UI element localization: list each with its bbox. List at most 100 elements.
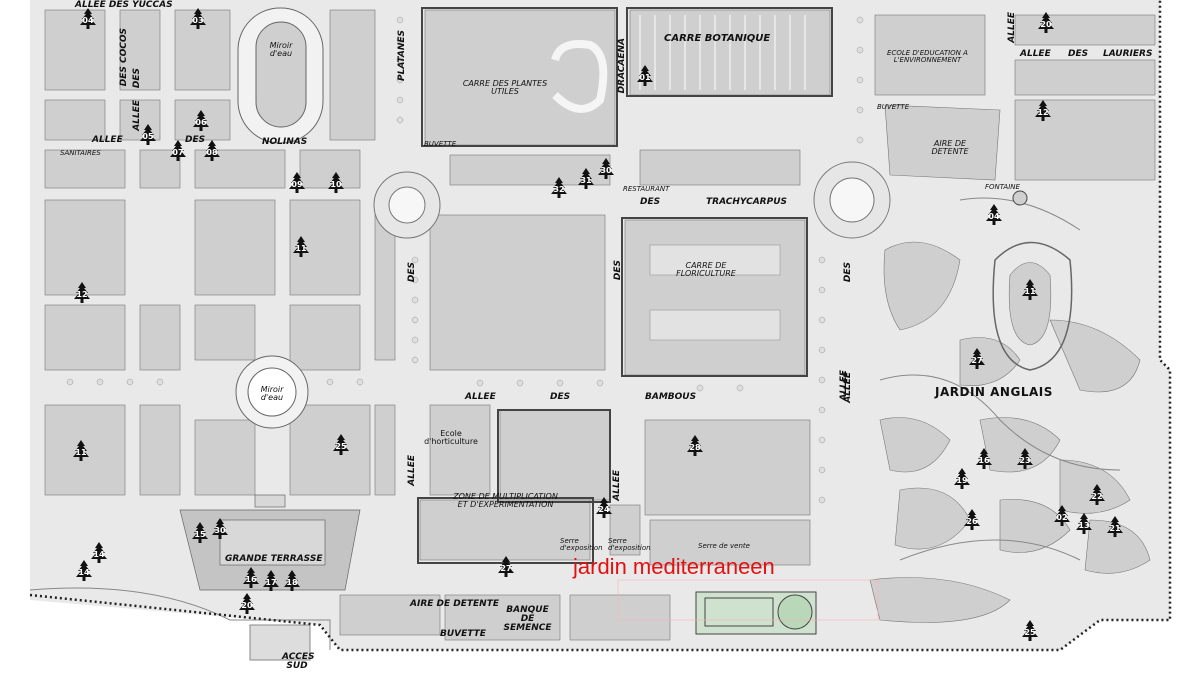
tree-marker[interactable]: 02 — [1051, 505, 1073, 527]
tree-icon — [263, 570, 279, 591]
tree-marker[interactable]: 06 — [190, 110, 212, 132]
tree-marker[interactable]: 12 — [71, 282, 93, 304]
carre-plantes-label: CARRE DES PLANTES UTILES — [462, 79, 548, 96]
tree-marker[interactable]: 14 — [73, 560, 95, 582]
tree-icon — [91, 542, 107, 563]
tree-number: 16 — [245, 575, 257, 584]
tree-number: 32 — [553, 185, 565, 194]
tree-marker[interactable]: 21 — [1104, 516, 1126, 538]
tree-marker[interactable]: 15 — [189, 522, 211, 544]
tree-marker[interactable]: 17 — [260, 570, 282, 592]
tree-icon — [204, 140, 220, 161]
tree-icon — [1035, 100, 1051, 121]
tree-marker[interactable]: 25 — [1019, 620, 1041, 642]
tree-number: 30 — [600, 166, 612, 175]
tree-number: 11 — [295, 244, 307, 253]
tree-marker[interactable]: 10 — [325, 172, 347, 194]
tree-marker[interactable]: 27 — [495, 556, 517, 578]
tree-icon — [80, 8, 96, 29]
tree-number: 21 — [1109, 524, 1121, 533]
tree-marker[interactable]: 01 — [634, 65, 656, 87]
tree-icon — [637, 65, 653, 86]
tree-number: 24 — [598, 505, 610, 514]
tree-marker[interactable]: 11 — [70, 440, 92, 462]
des-nolinas-label: DES — [185, 135, 206, 145]
tree-icon — [239, 593, 255, 614]
tree-number: 25 — [1024, 628, 1036, 637]
tree-marker[interactable]: 19 — [951, 468, 973, 490]
des-right-label: DES — [843, 262, 853, 283]
tree-number: 05 — [142, 132, 154, 141]
tree-marker[interactable]: 18 — [281, 570, 303, 592]
tree-marker[interactable]: 12 — [1032, 100, 1054, 122]
tree-marker[interactable]: 05 — [137, 124, 159, 146]
tree-icon — [76, 560, 92, 581]
tree-marker[interactable]: 25 — [330, 434, 352, 456]
tree-marker[interactable]: 09 — [286, 172, 308, 194]
grande-terrasse-label: GRANDE TERRASSE — [225, 554, 323, 564]
tree-marker[interactable]: 27 — [966, 348, 988, 370]
tree-number: 19 — [956, 476, 968, 485]
tree-marker[interactable]: 11 — [1019, 279, 1041, 301]
tree-number: 17 — [265, 578, 277, 587]
tree-marker[interactable]: 22 — [1086, 484, 1108, 506]
tree-marker[interactable]: 16 — [973, 448, 995, 470]
tree-number: 02 — [1056, 513, 1068, 522]
tree-icon — [598, 158, 614, 179]
tree-icon — [1107, 516, 1123, 537]
tree-marker[interactable]: 16 — [240, 567, 262, 589]
jardin-mediterraneen-label: jardin mediterraneen — [573, 554, 775, 579]
carre-flori-label: CARRE DE FLORICULTURE — [676, 261, 736, 278]
serre-expo-1-label: Serre d'exposition — [560, 537, 603, 552]
tree-marker[interactable]: 11 — [290, 236, 312, 258]
tree-icon — [74, 282, 90, 303]
tree-marker[interactable]: 24 — [593, 497, 615, 519]
tree-number: 12 — [1037, 108, 1049, 117]
tree-marker[interactable]: 23 — [1014, 448, 1036, 470]
tree-number: 08 — [206, 148, 218, 157]
des-bambous-label: DES — [550, 392, 571, 402]
tree-marker[interactable]: 07 — [167, 140, 189, 162]
tree-marker[interactable]: 04 — [77, 8, 99, 30]
tree-number: 16 — [978, 456, 990, 465]
tree-number: 13 — [1078, 521, 1090, 530]
tree-marker[interactable]: 26 — [961, 509, 983, 531]
tree-marker[interactable]: 04 — [983, 204, 1005, 226]
tree-marker[interactable]: 28 — [684, 435, 706, 457]
tree-number: 12 — [76, 290, 88, 299]
des-trachy-label: DES — [640, 197, 661, 207]
tree-number: 23 — [1019, 456, 1031, 465]
tree-icon — [328, 172, 344, 193]
tree-icon — [73, 440, 89, 461]
allee-bambous-label: ALLEE — [465, 392, 496, 402]
tree-number: 22 — [1091, 492, 1103, 501]
des-cocos-label: DES COCOS — [119, 28, 129, 87]
tree-marker[interactable]: 14 — [88, 542, 110, 564]
tree-marker[interactable]: 13 — [1073, 513, 1095, 535]
tree-marker[interactable]: 20 — [1035, 12, 1057, 34]
tree-icon — [976, 448, 992, 469]
tree-icon — [954, 468, 970, 489]
allee-nolinas-label: ALLEE — [92, 135, 123, 145]
tree-marker[interactable]: 31 — [575, 168, 597, 190]
tree-icon — [1089, 484, 1105, 505]
tree-icon — [333, 434, 349, 455]
tree-number: 04 — [988, 212, 1000, 221]
tree-number: 06 — [195, 118, 207, 127]
tree-icon — [243, 567, 259, 588]
tree-marker[interactable]: 32 — [548, 177, 570, 199]
tree-icon — [687, 435, 703, 456]
tree-marker[interactable]: 30 — [209, 518, 231, 540]
tree-number: 15 — [194, 530, 206, 539]
tree-number: 11 — [1024, 287, 1036, 296]
jardin-anglais-label: JARDIN ANGLAIS — [935, 385, 1053, 399]
tree-icon — [1017, 448, 1033, 469]
tree-icon — [1054, 505, 1070, 526]
aire-detente-right-label: AIRE DE DETENTE — [931, 139, 969, 156]
tree-marker[interactable]: 03 — [187, 8, 209, 30]
des-left-label: DES — [132, 68, 142, 89]
tree-marker[interactable]: 20 — [236, 593, 258, 615]
tree-marker[interactable]: 30 — [595, 158, 617, 180]
tree-number: 30 — [214, 526, 226, 535]
tree-marker[interactable]: 08 — [201, 140, 223, 162]
